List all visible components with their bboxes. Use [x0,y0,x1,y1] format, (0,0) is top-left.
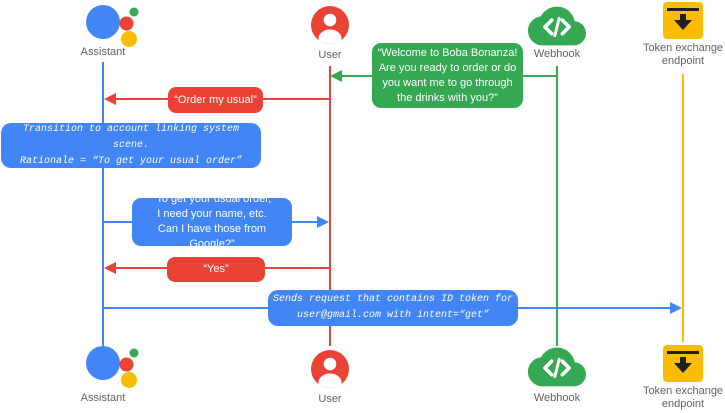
welcome-message-bubble: “Welcome to Boba Bonanza! Are you ready … [372,43,523,108]
assistant-lifeline [102,62,104,346]
token-endpoint-lifeline [682,74,684,342]
webhook-icon [528,6,586,46]
user-label-bottom: User [318,393,342,405]
request-info-bubble: “To get your usual order, I need your na… [132,193,292,250]
user-lifeline [329,66,331,346]
request-info-arrowhead [317,216,329,228]
token-endpoint-label-top: Token exchange endpoint [642,42,724,67]
sends-request-box: Sends request that contains ID token for… [268,290,518,326]
assistant-icon [86,5,139,47]
sends-request-arrowhead [670,302,682,314]
order-my-usual-arrowhead [104,93,116,105]
webhook-lifeline [556,66,558,346]
assistant-icon [86,346,139,388]
user-label-top: User [318,49,342,61]
token-endpoint-icon [663,345,703,382]
webhook-icon [528,347,586,387]
welcome-arrowhead [330,70,342,82]
transition-note-box: Transition to account linking system sce… [1,123,261,168]
user-icon [311,350,349,388]
token-endpoint-icon [663,2,703,39]
yes-arrowhead [104,262,116,274]
webhook-label-bottom: Webhook [533,392,581,404]
order-my-usual-bubble: “Order my usual” [168,87,263,113]
yes-bubble: “Yes” [167,257,265,282]
token-endpoint-label-bottom: Token exchange endpoint [642,385,724,410]
webhook-label-top: Webhook [533,48,581,60]
assistant-label-top: Assistant [80,46,126,58]
assistant-label-bottom: Assistant [80,392,126,404]
user-icon [311,6,349,44]
